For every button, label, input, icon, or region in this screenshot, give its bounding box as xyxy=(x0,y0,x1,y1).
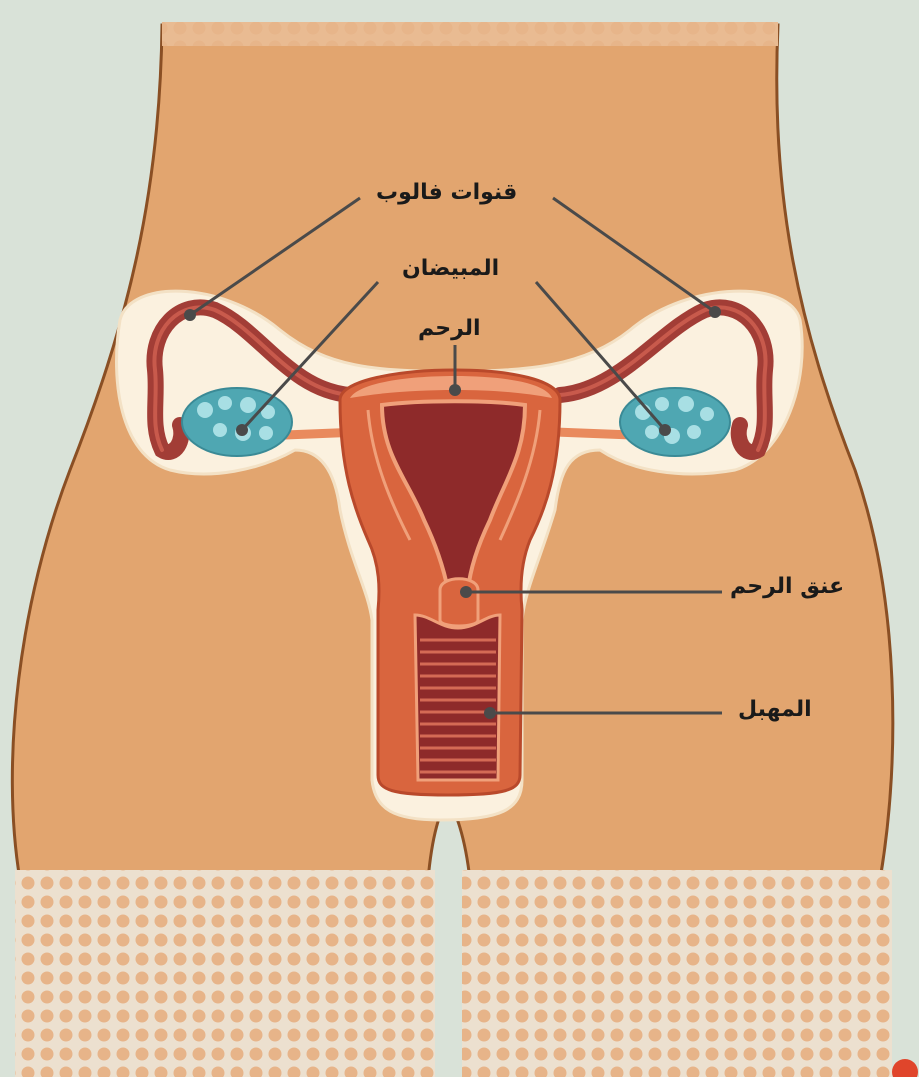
waistband-dots xyxy=(162,22,778,46)
label-ovaries: المبيضان xyxy=(402,258,499,280)
page-corner-mark xyxy=(892,1059,918,1077)
cervix xyxy=(440,579,478,626)
label-uterus: الرحم xyxy=(418,318,481,340)
leg-dots xyxy=(15,870,892,1077)
label-vagina: المهبل xyxy=(738,699,812,721)
label-fallopian-tubes: قنوات فالوب xyxy=(376,182,517,204)
label-cervix: عنق الرحم xyxy=(730,576,844,598)
left-ovary xyxy=(182,388,292,456)
right-ovarian-ligament xyxy=(555,432,632,435)
